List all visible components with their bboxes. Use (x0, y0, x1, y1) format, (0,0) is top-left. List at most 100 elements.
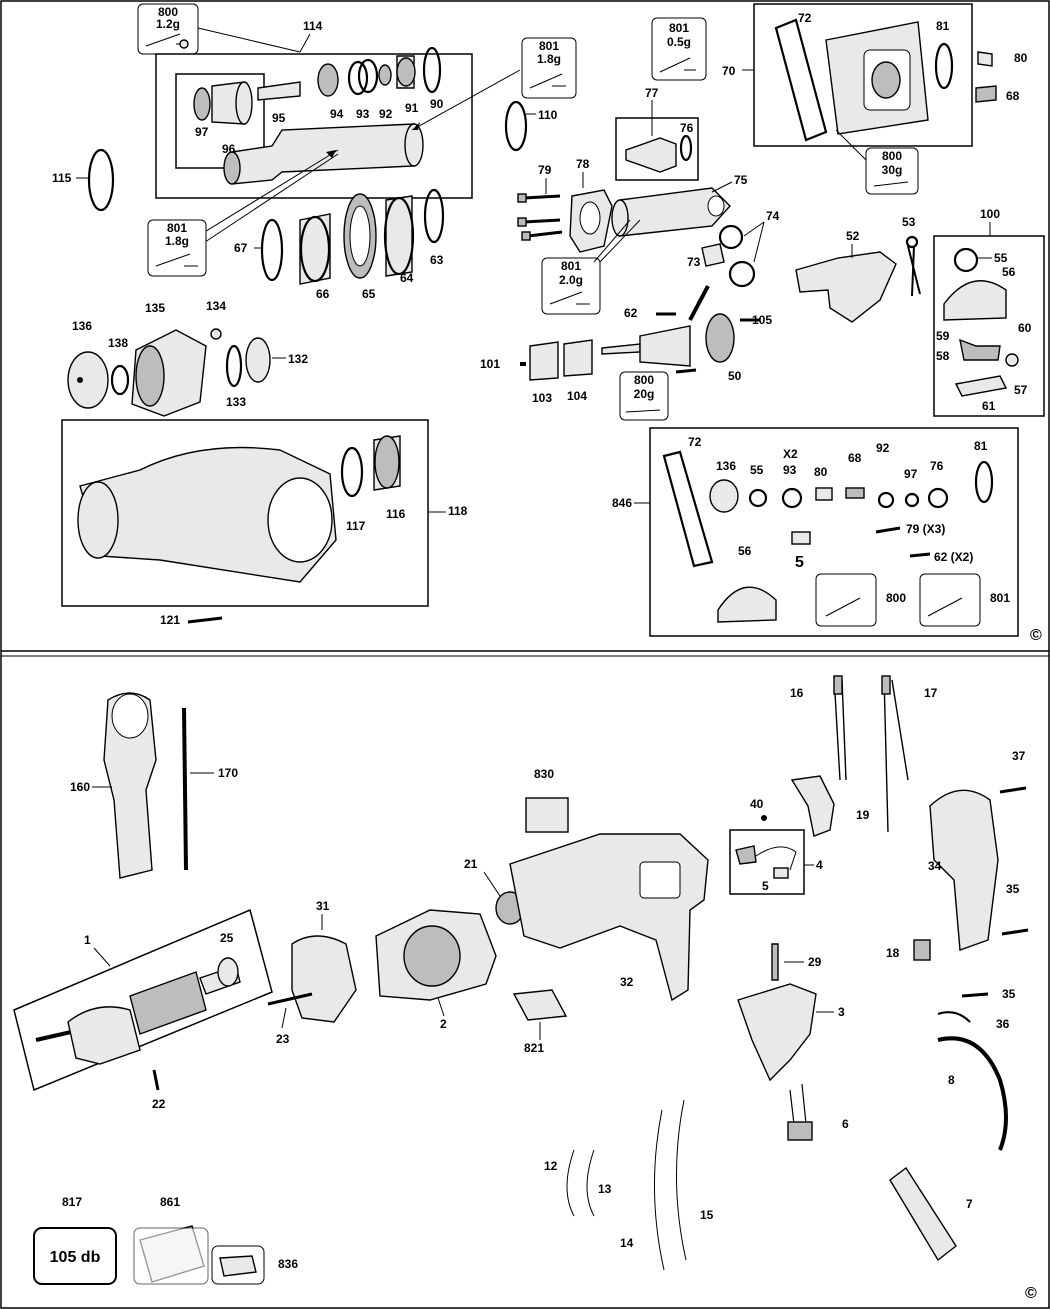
kit-part-800 (815, 573, 877, 627)
part-23-screw (267, 992, 313, 1006)
part-53 (907, 245, 921, 297)
part-66 (299, 213, 331, 285)
label-138: 138 (108, 336, 128, 350)
label-14: 14 (620, 1236, 634, 1250)
label-76: 76 (680, 121, 694, 135)
part-22-screw (152, 1069, 160, 1091)
label-135: 135 (145, 301, 165, 315)
label-94: 94 (330, 107, 344, 121)
label-61: 61 (982, 399, 996, 413)
label-72: 72 (798, 11, 812, 25)
label-50: 50 (728, 369, 742, 383)
part-77-piston (625, 137, 677, 173)
part-830-label (525, 797, 569, 833)
label-13: 13 (598, 1182, 612, 1196)
part-138 (110, 364, 130, 396)
part-821-label (512, 989, 568, 1021)
label-62: 62 (624, 306, 638, 320)
part-1-armature (129, 971, 207, 1035)
kit-label-93-qty: X2 (783, 447, 798, 461)
label-91: 91 (405, 101, 419, 115)
part-56 (943, 280, 1007, 321)
part-3-switch (737, 983, 817, 1082)
label-59: 59 (936, 329, 950, 343)
part-133 (225, 344, 243, 388)
label-21: 21 (464, 857, 478, 871)
label-100: 100 (980, 207, 1000, 221)
label-23: 23 (276, 1032, 290, 1046)
kit-label-80: 80 (814, 465, 828, 479)
part-74a (718, 224, 744, 250)
kit-part-68 (845, 487, 865, 499)
frame-4 (729, 829, 805, 895)
label-6: 6 (842, 1117, 849, 1131)
kit-part-5 (791, 531, 811, 545)
kit-part-92 (877, 491, 895, 509)
part-93a (347, 60, 369, 96)
kit-label-92: 92 (876, 441, 890, 455)
part-76 (679, 134, 693, 162)
label-114: 114 (303, 19, 323, 33)
kit-part-97 (904, 492, 920, 508)
part-817-noise-label (33, 1227, 117, 1285)
svg-text:800: 800 (158, 5, 178, 19)
part-67 (260, 218, 284, 282)
part-94 (317, 63, 339, 97)
label-97: 97 (195, 125, 209, 139)
part-18 (913, 939, 931, 961)
svg-text:801: 801 (561, 259, 581, 273)
label-2: 2 (440, 1017, 447, 1031)
part-103 (529, 341, 559, 381)
frame-114 (155, 53, 473, 199)
part-50-shaft (601, 343, 641, 355)
label-66: 66 (316, 287, 330, 301)
label-821: 821 (524, 1041, 544, 1055)
label-64: 64 (400, 271, 414, 285)
part-50-body (639, 325, 691, 367)
svg-text:30g: 30g (882, 163, 903, 177)
kit-part-801 (919, 573, 981, 627)
label-55: 55 (994, 251, 1008, 265)
part-37-screw (999, 786, 1027, 794)
label-110: 110 (538, 108, 558, 122)
grease-kit-801-upper: 801 1.8g (521, 37, 577, 99)
label-73: 73 (687, 255, 701, 269)
part-15-wire (675, 1099, 687, 1261)
label-29: 29 (808, 955, 822, 969)
kit-label-62: 62 (X2) (934, 550, 973, 564)
kit-label-5: 5 (795, 554, 804, 571)
part-73 (701, 243, 725, 267)
label-77: 77 (645, 86, 659, 100)
label-8: 8 (948, 1073, 955, 1087)
grease-kit-800-20g: 800 20g (619, 371, 669, 421)
part-52 (795, 251, 897, 323)
part-74b (728, 260, 756, 288)
label-37: 37 (1012, 749, 1026, 763)
kit-label-93: 93 (783, 463, 797, 477)
label-19: 19 (856, 808, 870, 822)
label-56: 56 (1002, 265, 1016, 279)
part-118-gearbox (79, 446, 337, 583)
label-67: 67 (234, 241, 248, 255)
copyright-top: © (1030, 627, 1042, 644)
part-95 (257, 81, 301, 101)
label-17: 17 (924, 686, 938, 700)
label-81: 81 (936, 19, 950, 33)
label-35a: 35 (1006, 882, 1020, 896)
label-60: 60 (1018, 321, 1032, 335)
label-118: 118 (448, 504, 468, 518)
label-132: 132 (288, 352, 308, 366)
label-31: 31 (316, 899, 330, 913)
part-1-fan (67, 1006, 141, 1065)
part-55 (953, 247, 979, 273)
part-117 (340, 446, 364, 498)
part-7-cable-sleeve (889, 1166, 957, 1262)
label-74: 74 (766, 209, 780, 223)
label-861: 861 (160, 1195, 180, 1209)
part-31-baffle (291, 935, 357, 1023)
label-92: 92 (379, 107, 393, 121)
kit-label-97: 97 (904, 467, 918, 481)
part-160-side-handle (103, 692, 157, 879)
kit-label-81: 81 (974, 439, 988, 453)
label-35b: 35 (1002, 987, 1016, 1001)
